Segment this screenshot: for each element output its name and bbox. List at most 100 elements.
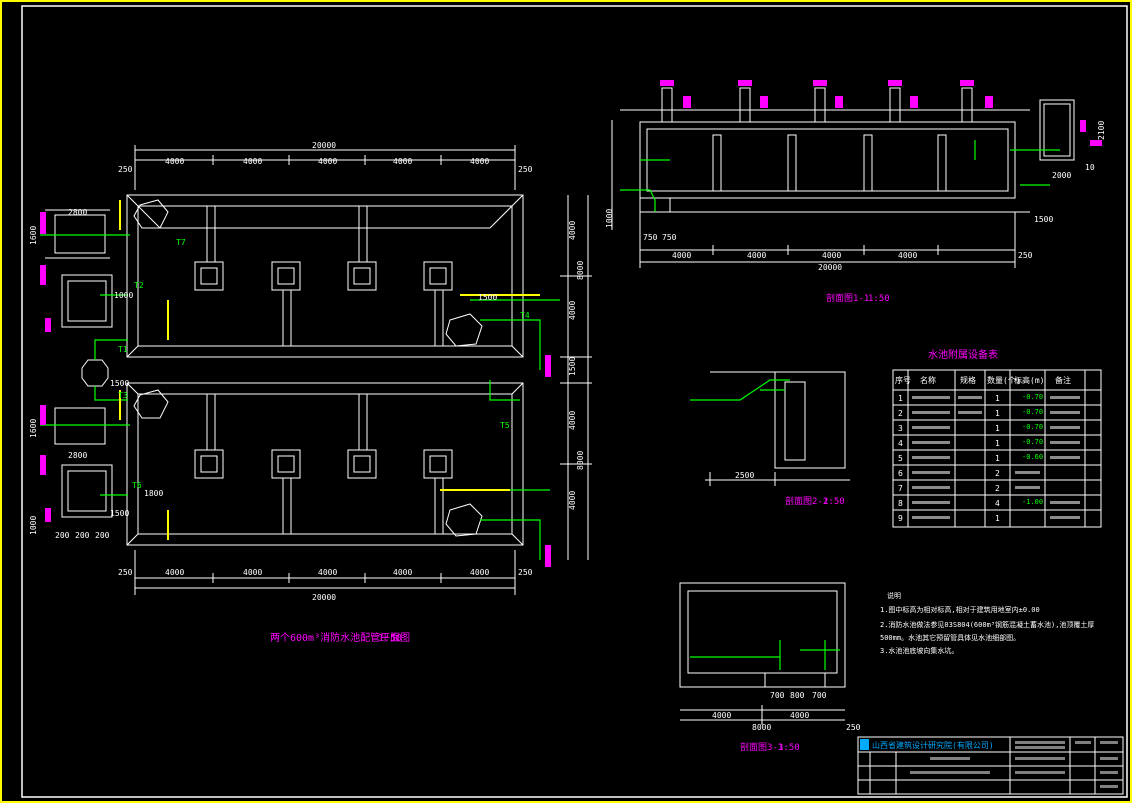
table-row-8-no: 8 [898, 499, 903, 508]
s3-dim-1: 700 [770, 691, 785, 700]
table-row-4-elev: -0.70 [1022, 438, 1043, 446]
plan-total-bottom: 20000 [312, 593, 336, 602]
s3-dim-4: 4000 [712, 711, 731, 720]
plan-dim-left-3: 1600 [29, 226, 38, 245]
plan-dim-top-3: 4000 [318, 157, 337, 166]
th-no: 序号 [895, 375, 911, 385]
table-row-2-elev: -0.70 [1022, 408, 1043, 416]
notes-line-4: 3.水池池底坡向集水坑。 [880, 646, 958, 655]
table-row-9-qty: 1 [995, 514, 1000, 523]
s1-small-9: 10 [1085, 163, 1095, 172]
table-row-5-qty: 1 [995, 454, 1000, 463]
material-table-title: 水池附属设备表 [928, 348, 998, 361]
section-2-scale: 1:50 [823, 497, 845, 507]
table-row-6-qty: 2 [995, 469, 1000, 478]
inner-frame [21, 5, 1128, 798]
plan-dim-bl-4: 1000 [29, 516, 38, 535]
plan-dim-right-2: 4000 [568, 301, 577, 320]
plan-dim-right-pipe: 1500 [478, 293, 497, 302]
plan-dim-left-8: 1500 [110, 509, 129, 518]
table-row-2-qty: 1 [995, 409, 1000, 418]
section-1-labels [660, 80, 1102, 146]
table-row-4-qty: 1 [995, 439, 1000, 448]
pipe-tag-t3: T3 [118, 391, 128, 400]
s1-dim-2: 4000 [747, 251, 766, 260]
s3-dim-5: 4000 [790, 711, 809, 720]
plan-dim-right-5: 4000 [568, 411, 577, 430]
notes-heading: 说明 [887, 591, 901, 600]
section-1-title: 剖面图1-1 [826, 292, 869, 304]
table-fill-marks [912, 396, 1080, 519]
table-row-6-no: 6 [898, 469, 903, 478]
s3-dim-6: 8000 [752, 723, 771, 732]
s1-dim-1: 4000 [672, 251, 691, 260]
section-2-title: 剖面图2-2 [785, 495, 828, 507]
plan-scale: 1:50 [378, 633, 402, 644]
plan-view [45, 145, 592, 595]
material-table [892, 369, 1102, 528]
th-name: 名称 [920, 375, 936, 385]
material-table-rows: 1 1 -0.70 2 1 -0.70 3 1 -0.70 4 1 -0.70 … [898, 393, 1043, 523]
s2-dim: 2500 [735, 471, 754, 480]
table-row-3-qty: 1 [995, 424, 1000, 433]
table-row-8-elev: -1.00 [1022, 498, 1043, 506]
s1-small-3: 250 [1018, 251, 1033, 260]
title-block-marks [910, 741, 1118, 788]
plan-dim-bottom-4: 4000 [393, 568, 412, 577]
company-logo [860, 739, 869, 750]
s1-total: 20000 [818, 263, 842, 272]
plan-dim-top-1: 4000 [165, 157, 184, 166]
plan-dim-left-5: 1000 [114, 291, 133, 300]
plan-dim-top-5: 4000 [470, 157, 489, 166]
section-3-3 [679, 582, 846, 725]
table-row-1-elev: -0.70 [1022, 393, 1043, 401]
s3-dim-2: 800 [790, 691, 805, 700]
s3-dim-3: 700 [812, 691, 827, 700]
pipe-tag-t7: T7 [176, 238, 186, 247]
s1-small-2: 750 [662, 233, 677, 242]
table-row-3-elev: -0.70 [1022, 423, 1043, 431]
plan-dim-right-7: 4000 [568, 491, 577, 510]
s1-small-6: 2100 [1097, 121, 1106, 140]
notes-line-1: 1.图中标高为相对标高,相对于建筑用地室内±0.00 [880, 605, 1040, 614]
table-row-1-no: 1 [898, 394, 903, 403]
plan-edge-right-top: 250 [518, 165, 533, 174]
section-1-dimensions: 4000 4000 4000 4000 20000 750 750 250 15… [605, 121, 1106, 272]
notes-line-3: 500mm。水池其它预留管具体见水池细部图。 [880, 633, 1020, 642]
table-row-2-no: 2 [898, 409, 903, 418]
section-3-scale: 1:50 [778, 743, 800, 753]
title-block [857, 736, 1124, 795]
th-remark: 备注 [1055, 375, 1071, 385]
company-name: 山西省建筑设计研究院(有限公司) [872, 740, 994, 750]
plan-edge-left-bottom: 250 [118, 568, 133, 577]
plan-dim-top-2: 4000 [243, 157, 262, 166]
pipe-tag-t5: T5 [500, 421, 510, 430]
plan-dim-bl-1: 200 [55, 531, 70, 540]
plan-title: 两个600m³消防水池配管平面图 [270, 631, 410, 644]
pipe-tag-t6: T6 [132, 481, 142, 490]
pipe-tag-t1: T1 [118, 345, 128, 354]
plan-accents [119, 200, 540, 540]
table-row-4-no: 4 [898, 439, 903, 448]
plan-dimensions: 20000 4000 4000 4000 4000 4000 250 250 2… [29, 141, 585, 602]
plan-dim-left-2: 2800 [68, 451, 87, 460]
section-2-2 [705, 371, 850, 486]
s1-small-7: 2000 [1052, 171, 1071, 180]
plan-dim-right-3: 8000 [576, 261, 585, 280]
section-3-pipes [690, 640, 840, 670]
material-table-header: 序号 名称 规格 数量(个) 标高(m) 备注 [895, 375, 1071, 385]
pipe-tag-t4: T4 [520, 311, 530, 320]
section-3-title: 剖面图3-3 [740, 741, 783, 753]
s1-small-4: 1500 [1034, 215, 1053, 224]
plan-dim-top-4: 4000 [393, 157, 412, 166]
s1-small-5: 1000 [605, 209, 614, 228]
section-1-scale: 1:50 [868, 294, 890, 304]
plan-dim-right-4: 1500 [568, 357, 577, 376]
notes-line-2: 2.消防水池做法参见03S804(600m³钢筋混凝土蓄水池),池顶覆土厚 [880, 620, 1094, 629]
s1-dim-4: 4000 [898, 251, 917, 260]
pipe-tags: T7 T2 T1 T4 T5 T3 T6 [118, 238, 530, 490]
plan-pipes [40, 234, 560, 560]
table-row-7-no: 7 [898, 484, 903, 493]
table-row-5-no: 5 [898, 454, 903, 463]
